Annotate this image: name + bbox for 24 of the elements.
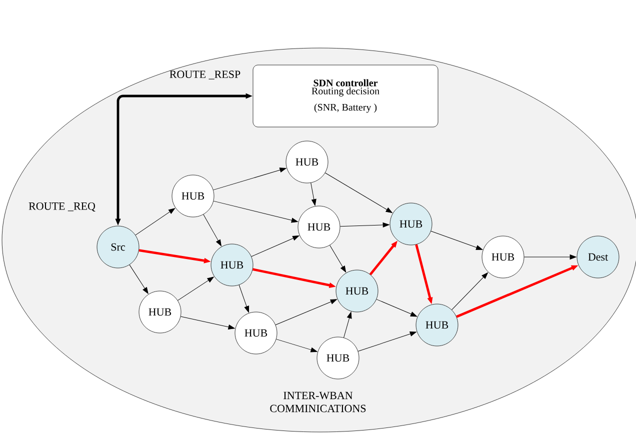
arrow: [213, 168, 286, 190]
message-label: ROUTE _REQ: [28, 202, 96, 212]
arrow: [430, 230, 483, 250]
arrow: [452, 272, 488, 310]
arrow: [135, 208, 176, 236]
arrow: [213, 200, 298, 223]
arrow: [238, 284, 250, 313]
arrow: [276, 338, 318, 352]
arrow: [178, 276, 214, 301]
arrow: [330, 244, 346, 272]
arrow: [524, 254, 576, 260]
arrow: [129, 264, 148, 294]
message-label: ROUTE _RESP: [170, 70, 240, 80]
arrow: [340, 222, 390, 228]
controller-box: SDN controller Routing decision (SNR, Battery ): [252, 64, 438, 128]
arrow: [324, 172, 392, 214]
arrow: [251, 236, 300, 257]
arrow: [275, 299, 337, 326]
arrow: [180, 316, 235, 330]
arrow: [203, 214, 222, 246]
arrow: [376, 299, 418, 317]
arrow: [358, 332, 416, 352]
arrow: [344, 312, 352, 338]
arrow: [310, 182, 316, 206]
